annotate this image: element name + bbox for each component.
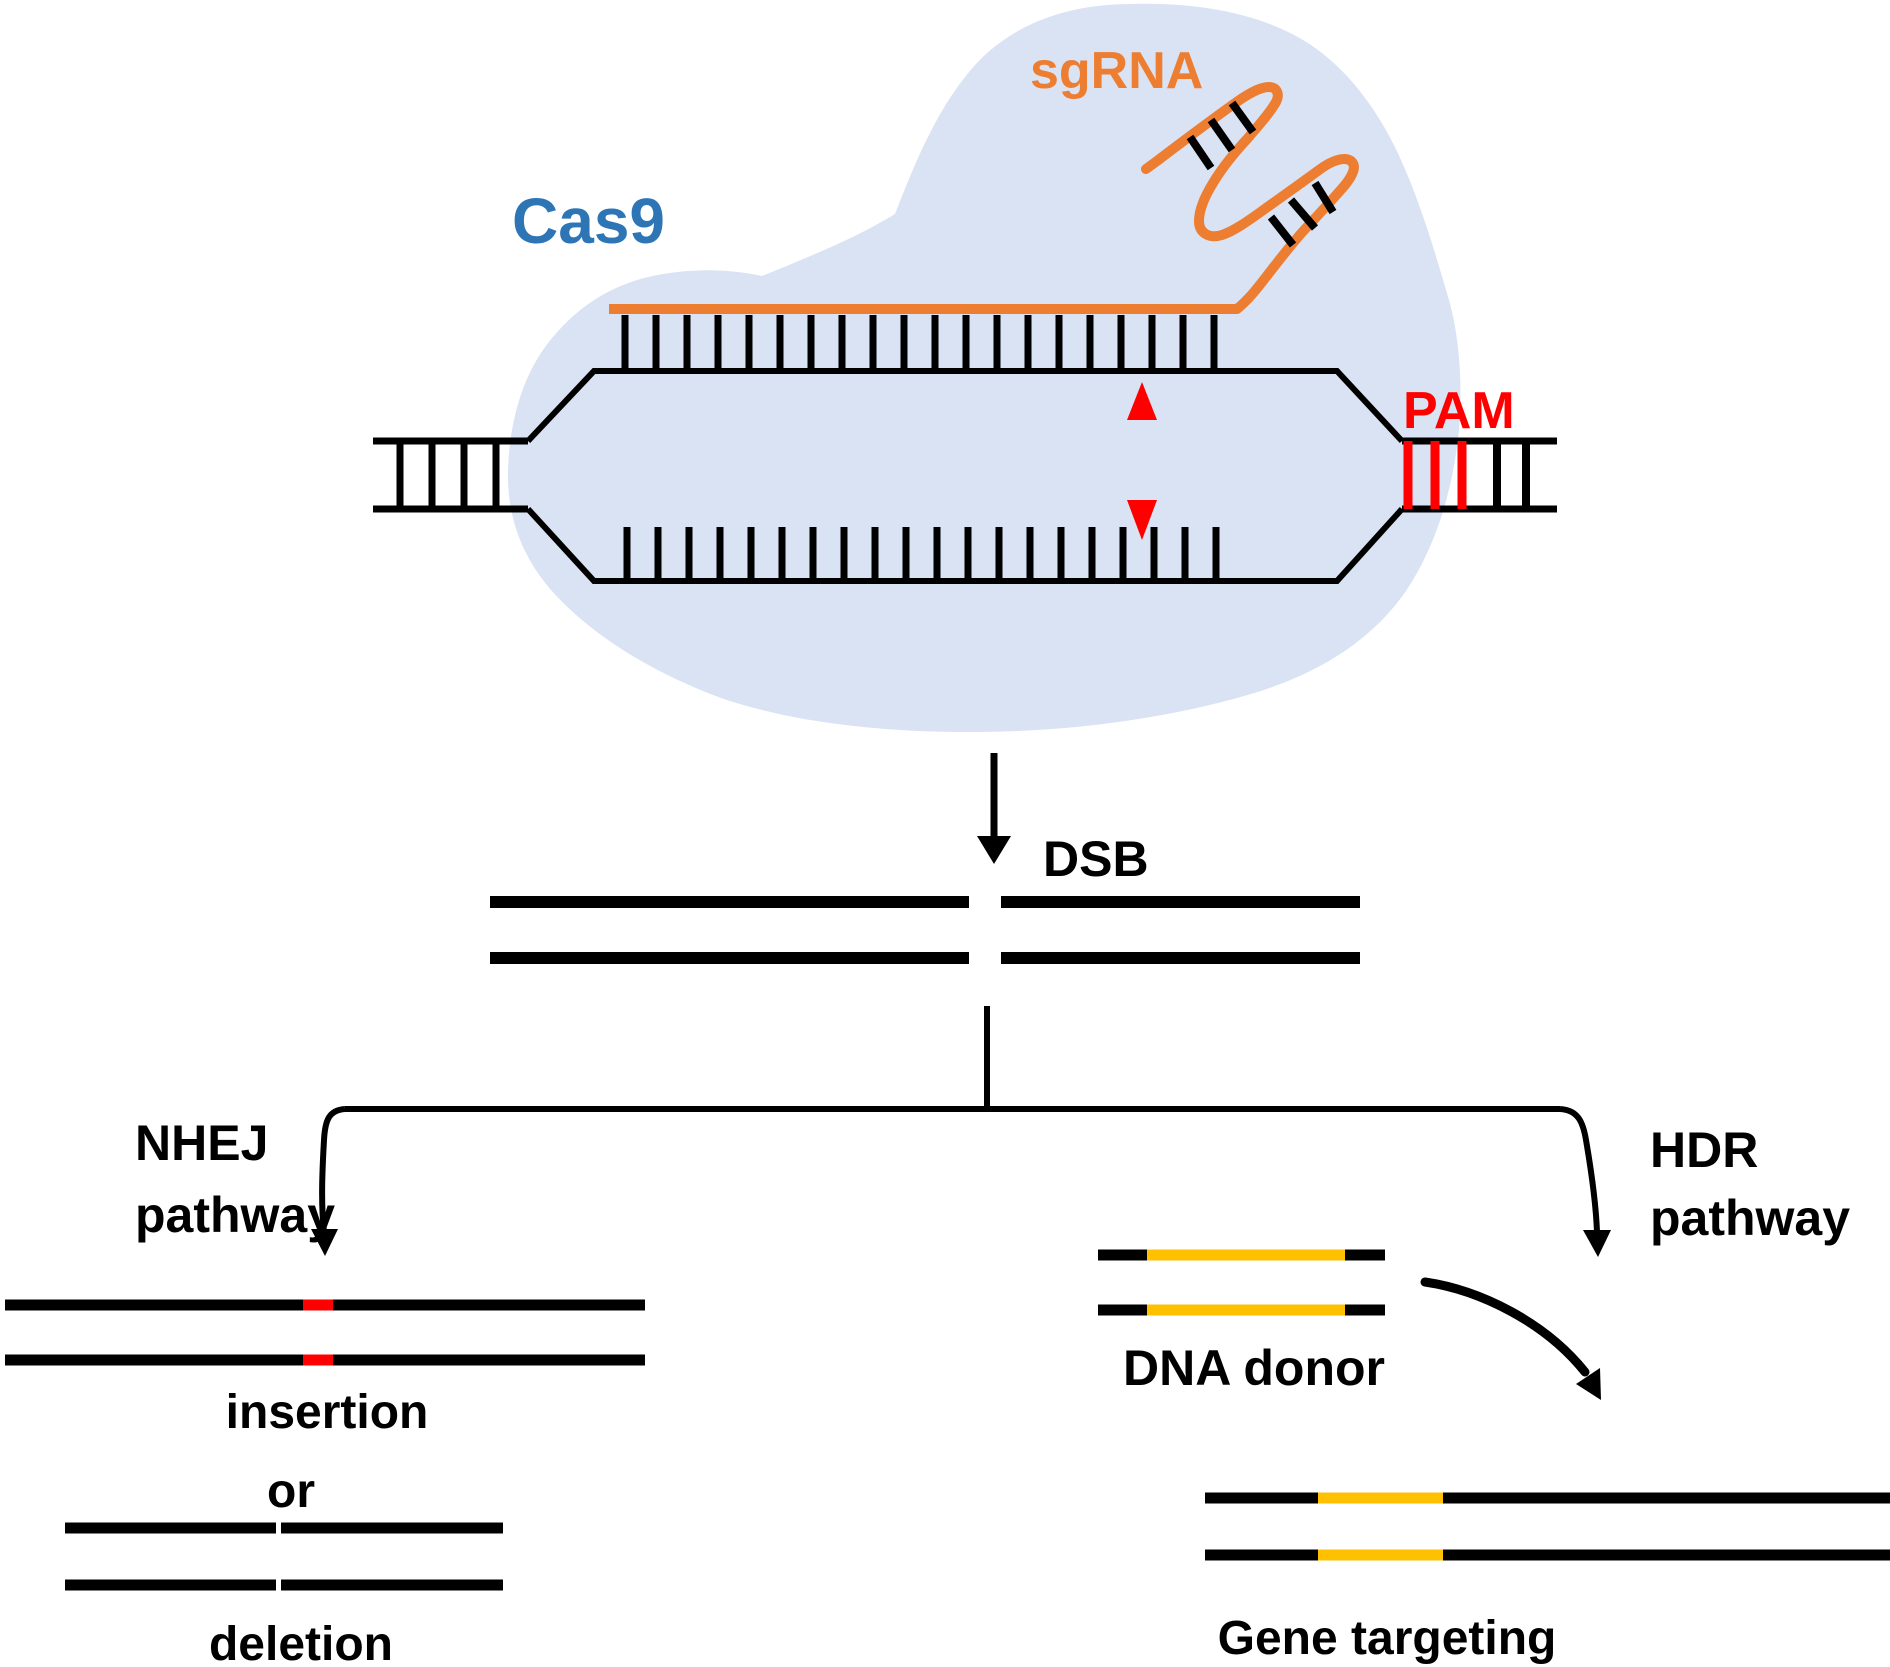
cas9-protein-blob	[507, 3, 1461, 733]
nhej-branch-arrow-line	[319, 1106, 346, 1233]
bottom-strand-ticks	[623, 527, 1220, 578]
sgrna-hairpin-ticks	[1186, 100, 1337, 248]
pam-black-rungs	[1493, 441, 1530, 509]
hdr-label-line1: HDR	[1650, 1122, 1758, 1178]
left-dna-ladder	[373, 437, 528, 513]
hdr-branch-arrowhead	[1583, 1230, 1611, 1257]
dsb-broken-dna	[490, 896, 1360, 964]
dsb-arrow	[977, 753, 1011, 864]
hairpin-tick	[1311, 180, 1337, 215]
deletion-dna	[65, 1522, 503, 1591]
sgrna-scaffold-curve	[1141, 82, 1359, 314]
hairpin-tick	[1207, 117, 1236, 153]
dna-donor	[1098, 1249, 1385, 1316]
target-strand-ticks	[621, 315, 1218, 368]
gene-targeting-label: Gene targeting	[1218, 1612, 1557, 1665]
hairpin-tick	[1267, 214, 1297, 248]
pathway-branch	[319, 1006, 1600, 1233]
donor-integration-arrowhead	[1576, 1368, 1601, 1400]
dna-donor-label: DNA donor	[1123, 1340, 1385, 1396]
donor-integration-arrow	[1420, 1277, 1590, 1377]
hairpin-tick	[1287, 197, 1319, 231]
cut-site-arrow-down	[1127, 500, 1157, 540]
insertion-dna	[5, 1299, 645, 1366]
insertion-label: insertion	[226, 1386, 429, 1439]
pam-label: PAM	[1403, 382, 1515, 440]
or-label: or	[267, 1465, 315, 1518]
dna-bubble-bottom-strand	[525, 506, 1405, 584]
cas9-label: Cas9	[512, 185, 665, 257]
dna-bubble-top-strand	[525, 368, 1405, 444]
hairpin-tick	[1228, 100, 1257, 135]
pam-red-rungs	[1403, 441, 1467, 509]
nhej-label-line1: NHEJ	[135, 1115, 268, 1171]
gene-targeting-dna	[1205, 1492, 1890, 1561]
sgrna-label: sgRNA	[1030, 42, 1203, 100]
nhej-branch-arrowhead	[311, 1229, 338, 1256]
left-ladder-rungs	[396, 441, 500, 509]
deletion-label: deletion	[209, 1618, 393, 1667]
nhej-label-line2: pathway	[135, 1187, 335, 1243]
hdr-label-line2: pathway	[1650, 1190, 1850, 1246]
dsb-arrowhead	[977, 836, 1011, 864]
hairpin-tick	[1186, 134, 1215, 171]
hdr-branch-arrow-line	[1559, 1106, 1600, 1233]
pam-dna-ladder	[1402, 437, 1557, 513]
cut-site-arrow-up	[1127, 382, 1157, 420]
dsb-label: DSB	[1043, 831, 1149, 887]
